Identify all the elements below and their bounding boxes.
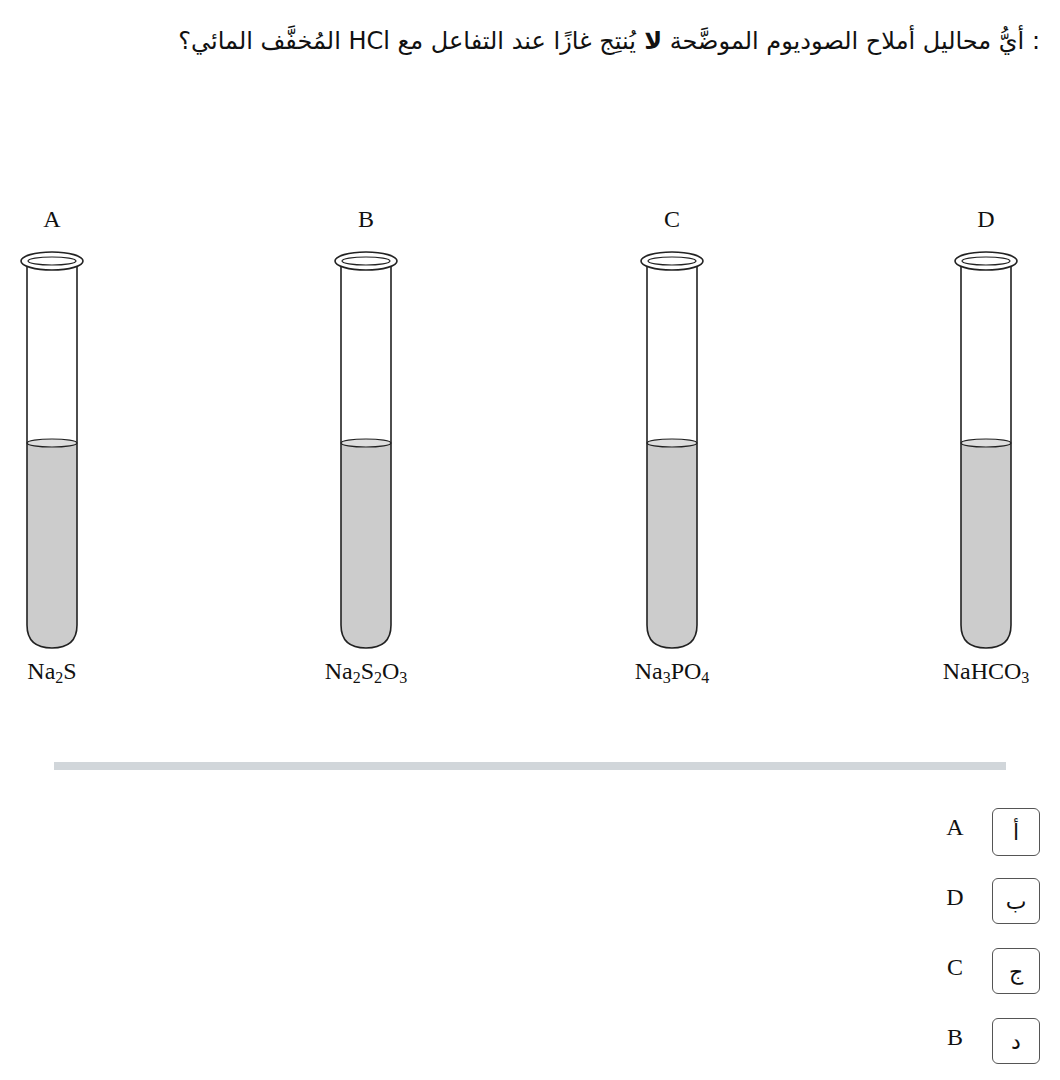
option-box: ج <box>992 948 1040 994</box>
liquid <box>341 443 391 648</box>
option-letter: د <box>1011 1029 1021 1054</box>
liquid <box>647 443 697 648</box>
separator-bar <box>54 762 1006 770</box>
option-answer: C <box>935 954 975 981</box>
option-letter: أ <box>1013 820 1019 845</box>
liquid-surface <box>647 439 697 447</box>
tube-letter: D <box>926 206 1046 233</box>
tube-wall <box>961 266 1011 648</box>
option-answer: B <box>935 1024 975 1051</box>
tube-rim <box>641 252 703 270</box>
tube-rim <box>335 252 397 270</box>
test-tube: CNa3PO4 <box>612 200 732 700</box>
tube-letter: A <box>0 206 112 233</box>
chemical-formula: Na2S <box>0 658 142 685</box>
option-letter: ب <box>1006 889 1027 914</box>
chemical-formula: Na3PO4 <box>582 658 762 685</box>
option-answer: D <box>935 884 975 911</box>
option-box: أ <box>992 808 1040 856</box>
chemical-formula: Na2S2O3 <box>276 658 456 685</box>
liquid <box>961 443 1011 648</box>
tube-mouth <box>28 257 76 265</box>
tube-outline <box>926 200 1046 700</box>
option-answer: A <box>935 814 975 841</box>
tube-rim <box>955 252 1017 270</box>
chemical-formula: NaHCO3 <box>896 658 1060 685</box>
liquid-surface <box>27 439 77 447</box>
liquid-surface <box>961 439 1011 447</box>
test-tube: BNa2S2O3 <box>306 200 426 700</box>
tube-wall <box>27 266 77 648</box>
test-tube: ANa2S <box>0 200 112 700</box>
liquid <box>27 443 77 648</box>
tube-wall <box>647 266 697 648</box>
tube-rim <box>21 252 83 270</box>
option-box: د <box>992 1018 1040 1064</box>
tube-letter: B <box>306 206 426 233</box>
tube-mouth <box>342 257 390 265</box>
tube-outline <box>612 200 732 700</box>
question-text: : أيُّ محاليل أملاح الصوديوم الموضَّحة ل… <box>60 18 1040 64</box>
tube-wall <box>341 266 391 648</box>
option-box: ب <box>992 878 1040 924</box>
test-tube: DNaHCO3 <box>926 200 1046 700</box>
liquid-surface <box>341 439 391 447</box>
tube-mouth <box>962 257 1010 265</box>
tube-outline <box>306 200 426 700</box>
tube-letter: C <box>612 206 732 233</box>
option-letter: ج <box>1009 959 1023 984</box>
tube-mouth <box>648 257 696 265</box>
tube-outline <box>0 200 112 700</box>
